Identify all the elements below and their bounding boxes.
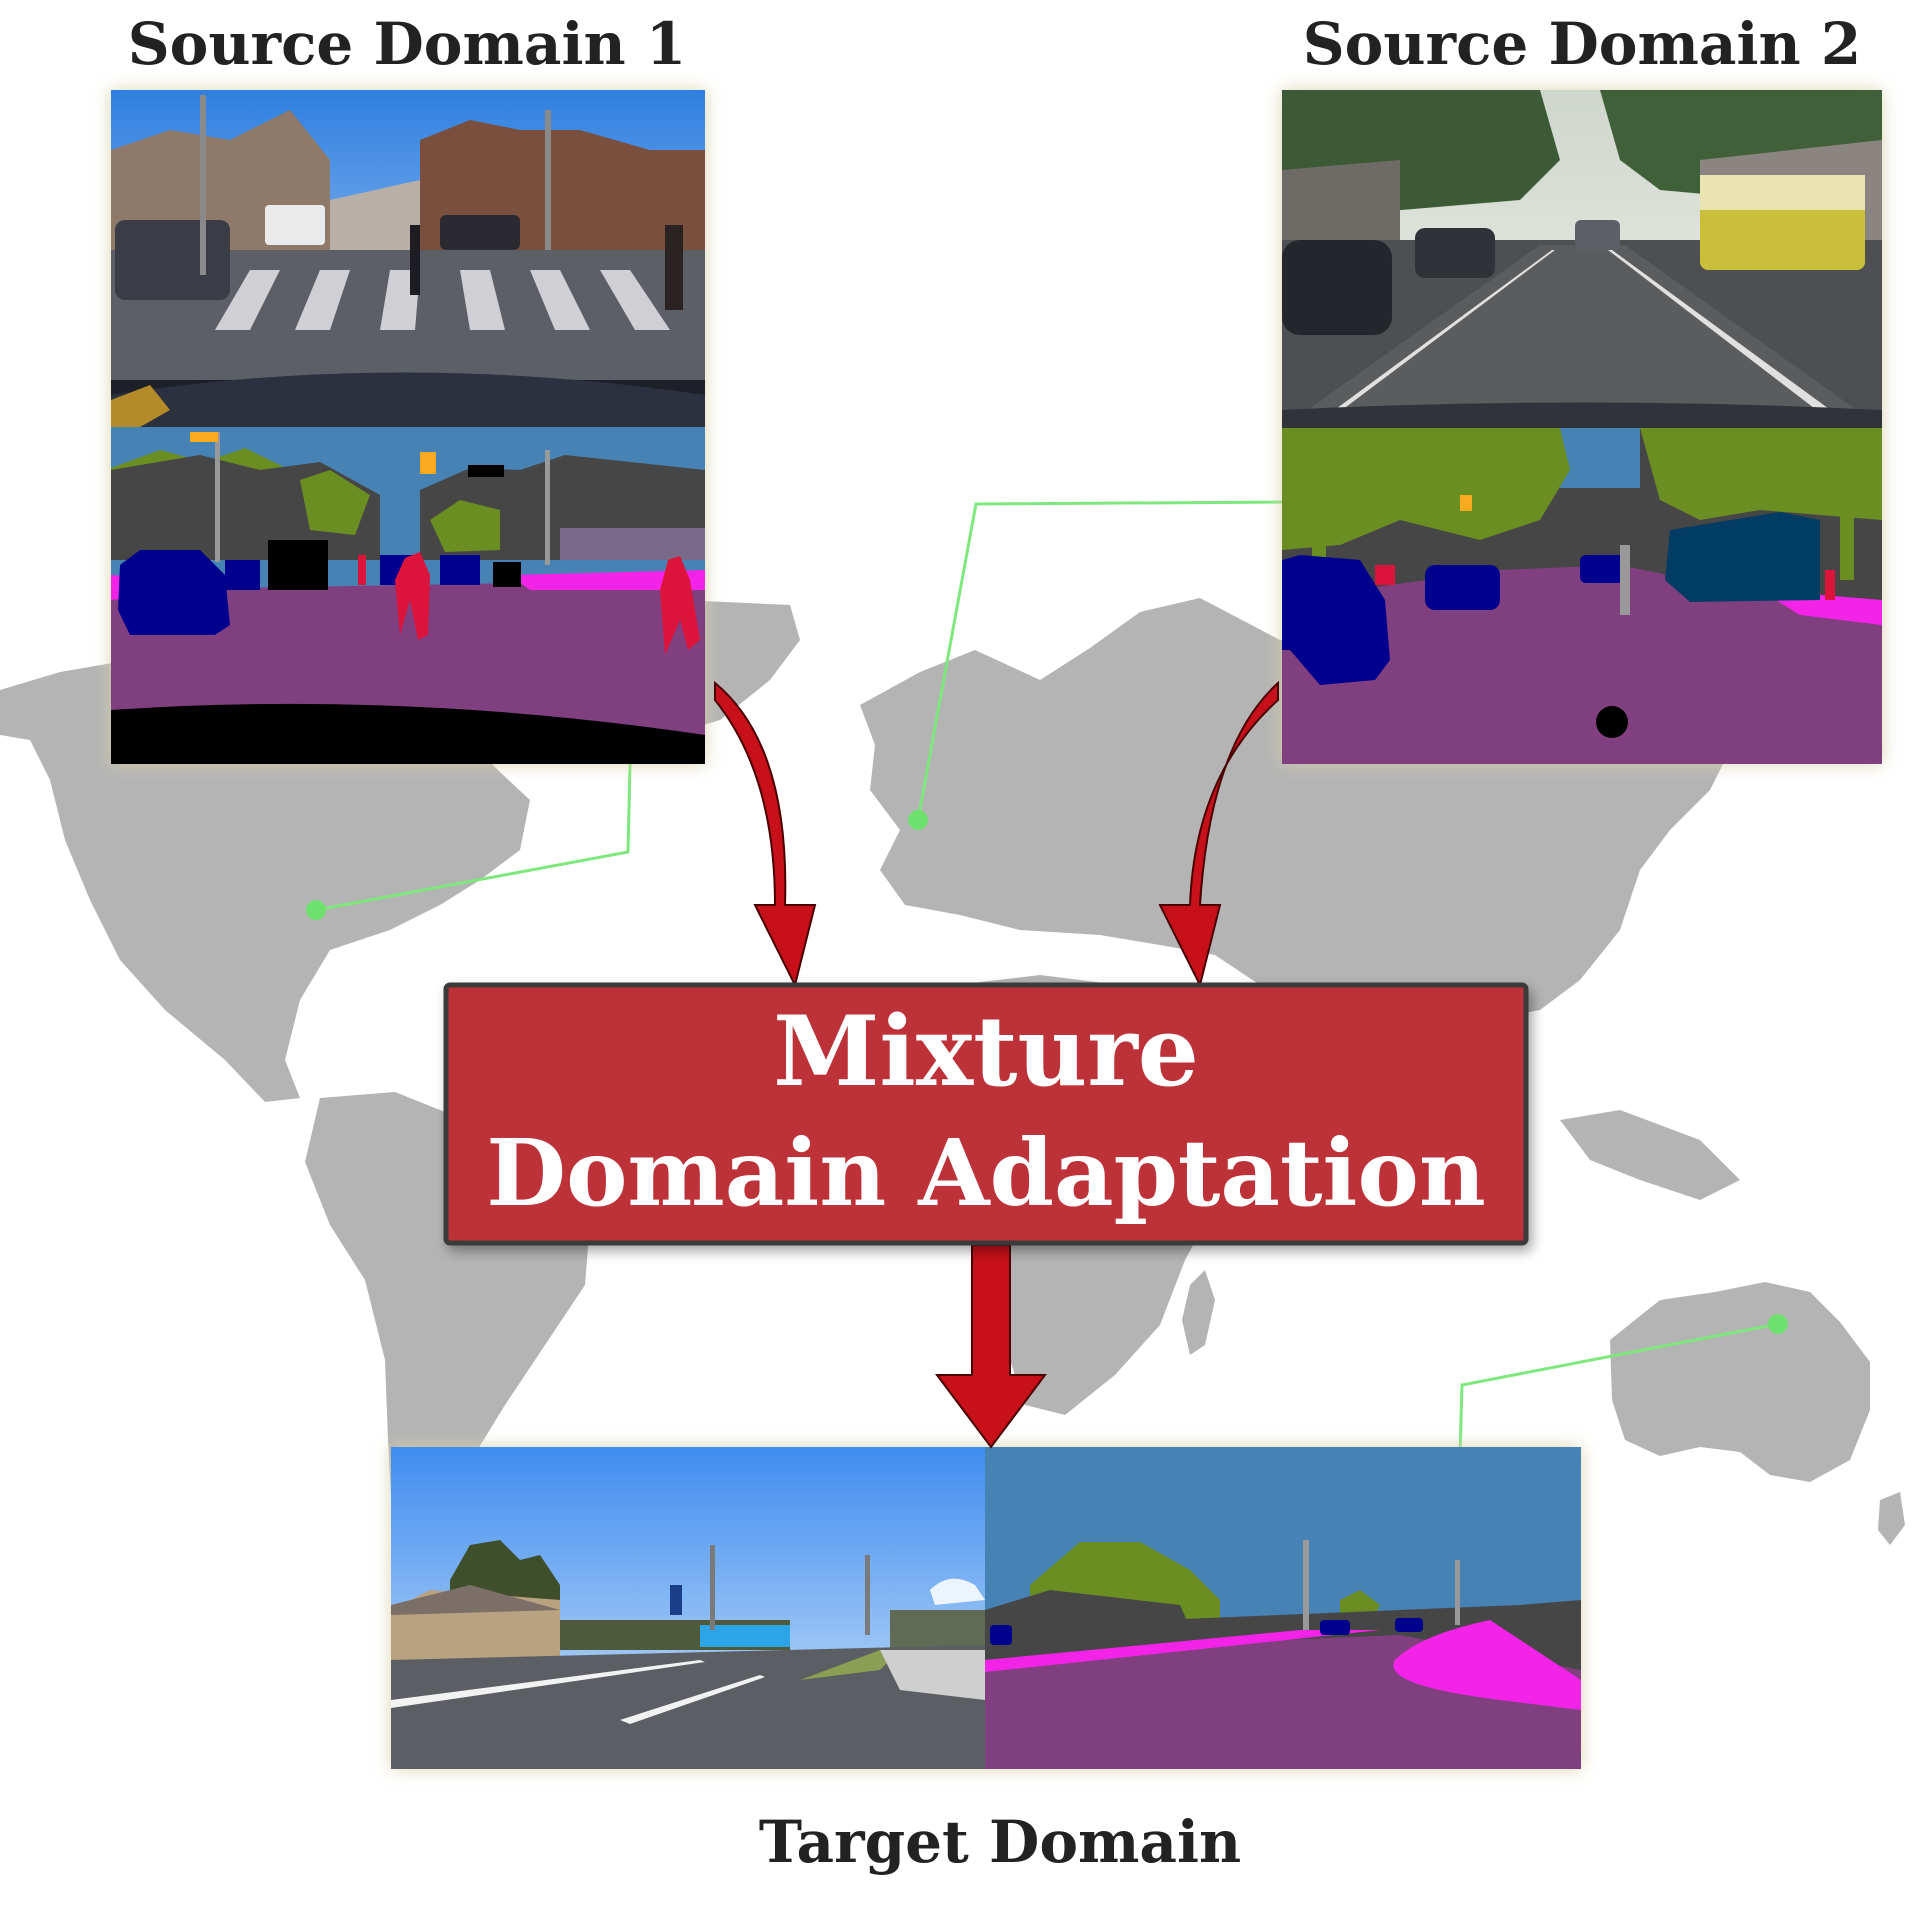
connector-source1: [315, 763, 632, 912]
source1-title: Source Domain 1: [128, 10, 686, 78]
target-segmentation: [985, 1447, 1581, 1769]
source2-title: Source Domain 2: [1303, 10, 1861, 78]
map-north-america: [0, 658, 530, 1102]
source1-segmentation: [111, 427, 705, 764]
location-dot-new-york: [306, 900, 326, 920]
target-title: Target Domain: [759, 1808, 1241, 1876]
source2-segmentation: [1282, 428, 1882, 764]
method-box: [443, 982, 1529, 1246]
connector-target: [1458, 1322, 1779, 1456]
location-dot-europe: [908, 810, 928, 830]
map-southeast-asia-islands: [1560, 1110, 1740, 1200]
arrow-source2-to-method: [1158, 680, 1279, 988]
source1-photo: [111, 90, 705, 427]
location-dots: [306, 810, 1788, 1334]
method-label-line1: Mixture: [773, 995, 1199, 1108]
target-photo: [391, 1447, 985, 1769]
method-label-line2: Domain Adaptation: [486, 1119, 1485, 1227]
source2-photo: [1282, 90, 1882, 428]
arrows: [714, 680, 1279, 1449]
map-australia: [1610, 1282, 1870, 1482]
location-connectors: [315, 500, 1779, 1456]
map-new-zealand: [1878, 1492, 1905, 1545]
map-madagascar: [1182, 1270, 1215, 1355]
location-dot-australia: [1768, 1314, 1788, 1334]
connector-source2: [916, 500, 1293, 821]
arrow-source1-to-method: [714, 680, 817, 988]
arrow-method-to-target: [935, 1244, 1047, 1449]
segment-car-left: [118, 550, 230, 635]
